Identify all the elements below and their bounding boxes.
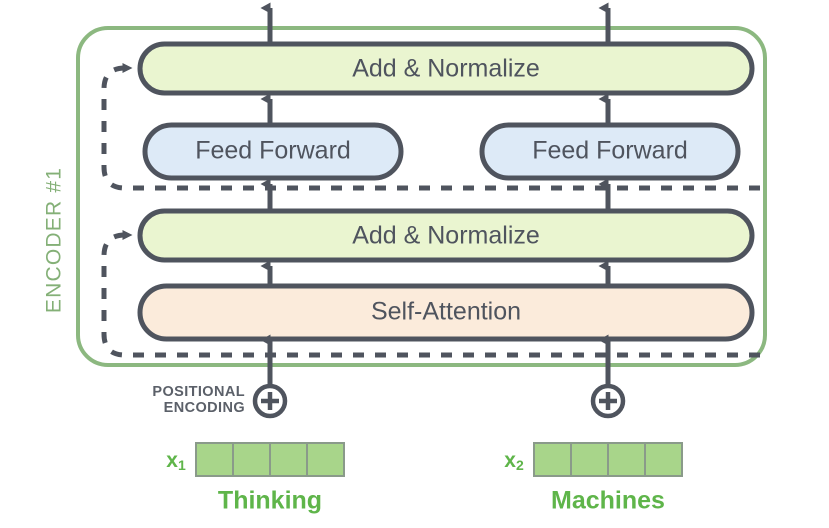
embedding-cell — [269, 442, 308, 477]
embedding-var-letter-1: x — [166, 449, 178, 472]
embedding-var-sub-1: 1 — [178, 457, 186, 473]
embedding-cell — [644, 442, 683, 477]
token-label-1: Thinking — [218, 487, 322, 515]
positional-encoding-plus-left[interactable] — [252, 383, 288, 419]
embedding-var-2: x2 — [504, 449, 524, 473]
positional-encoding-label-line2: ENCODING — [164, 400, 245, 416]
add-normalize-bottom-label: Add & Normalize — [352, 222, 540, 250]
residual-path-lower — [101, 230, 760, 358]
self-attention-label: Self-Attention — [371, 298, 521, 326]
encoder-border — [76, 26, 767, 367]
add-normalize-bottom-box[interactable] — [137, 208, 755, 263]
feed-forward-right-label: Feed Forward — [532, 137, 688, 165]
block-add-normalize-bottom[interactable]: Add & Normalize — [137, 208, 755, 263]
embedding-cell — [195, 442, 234, 477]
embedding-strip-2 — [533, 442, 683, 477]
feed-forward-right-box[interactable] — [479, 122, 741, 181]
token-label-2: Machines — [551, 487, 665, 515]
block-feed-forward-left[interactable]: Feed Forward — [142, 122, 404, 181]
embedding-cell — [607, 442, 646, 477]
residual-path-upper — [101, 63, 760, 191]
embedding-var-sub-2: 2 — [516, 457, 524, 473]
block-add-normalize-top[interactable]: Add & Normalize — [137, 41, 755, 96]
positional-encoding-plus-right[interactable] — [590, 383, 626, 419]
add-normalize-top-label: Add & Normalize — [352, 55, 540, 83]
feed-forward-left-label: Feed Forward — [195, 137, 351, 165]
block-self-attention[interactable]: Self-Attention — [137, 283, 755, 342]
embedding-strip-1 — [195, 442, 345, 477]
self-attention-box[interactable] — [137, 283, 755, 342]
embedding-cell — [570, 442, 609, 477]
embedding-cell — [232, 442, 271, 477]
embedding-cell — [306, 442, 345, 477]
encoder-label: ENCODER #1 — [43, 167, 66, 313]
add-normalize-top-box[interactable] — [137, 41, 755, 96]
embedding-cell — [533, 442, 572, 477]
block-feed-forward-right[interactable]: Feed Forward — [479, 122, 741, 181]
embedding-var-letter-2: x — [504, 449, 516, 472]
feed-forward-left-box[interactable] — [142, 122, 404, 181]
embedding-var-1: x1 — [166, 449, 186, 473]
positional-encoding-label-line1: POSITIONAL — [152, 384, 245, 400]
